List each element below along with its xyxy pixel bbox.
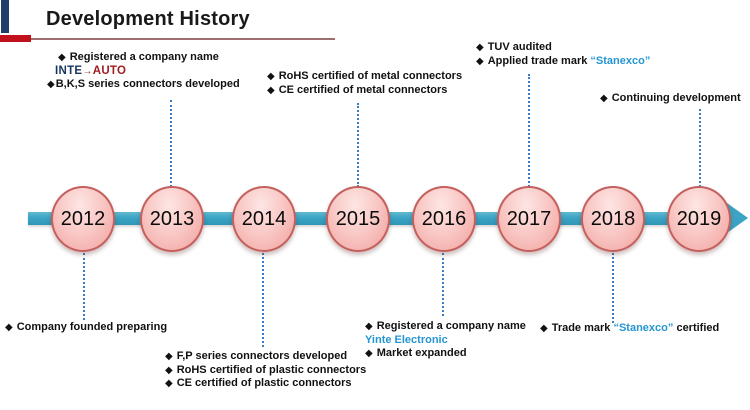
year-label: 2019 — [676, 207, 722, 230]
diamond-bullet-icon: ◆ — [600, 93, 608, 104]
year-label: 2017 — [506, 207, 552, 230]
diamond-bullet-icon: ◆ — [476, 42, 484, 53]
title-underline — [31, 38, 335, 40]
event-text: F,P series connectors developed — [176, 350, 348, 362]
event-line: ◆Registered a company name — [58, 51, 240, 65]
diamond-bullet-icon: ◆ — [5, 322, 13, 333]
year-label: 2014 — [241, 207, 287, 230]
year-circle-2012: 2012 — [51, 186, 115, 252]
diamond-bullet-icon: ◆ — [476, 55, 484, 67]
connector-2014 — [262, 253, 264, 347]
event-line: ◆Company founded preparing — [5, 321, 167, 335]
header-navy-bar — [1, 0, 9, 33]
event-text: Continuing development — [611, 92, 741, 104]
header-red-bar — [0, 35, 31, 42]
diamond-bullet-icon: ◆ — [540, 323, 548, 334]
year-label: 2018 — [590, 207, 636, 230]
year-label: 2015 — [335, 207, 381, 230]
event-2019: ◆Continuing development — [600, 92, 741, 106]
page-title: Development History — [46, 8, 250, 30]
event-text: certified — [673, 322, 720, 334]
event-line: ◆CE certified of plastic connectors — [165, 377, 366, 391]
logo-left: INTE — [55, 64, 83, 77]
diamond-bullet-icon: ◆ — [165, 351, 173, 362]
event-2018: ◆Trade mark “Stanexco” certified — [540, 322, 719, 336]
year-label: 2013 — [149, 207, 195, 230]
event-text: Applied trade mark — [487, 54, 591, 67]
connector-2015 — [357, 103, 359, 187]
event-line: ◆CE certified of metal connectors — [267, 84, 462, 98]
company-name-yinte: Yinte Electronic — [365, 333, 448, 346]
diamond-bullet-icon: ◆ — [47, 79, 55, 90]
diamond-bullet-icon: ◆ — [267, 84, 275, 96]
year-circle-2019: 2019 — [667, 186, 731, 252]
event-text: Registered a company name — [376, 320, 526, 332]
event-line: ◆Trade mark “Stanexco” certified — [540, 322, 719, 336]
event-line: ◆Applied trade mark “Stanexco” — [476, 55, 650, 69]
event-text: Company founded preparing — [16, 321, 168, 333]
event-text: Trade mark — [551, 322, 614, 334]
diamond-bullet-icon: ◆ — [165, 378, 173, 389]
event-text: B,K,S series connectors developed — [55, 78, 240, 90]
inte-auto-logo: INTE→AUTO — [55, 65, 240, 79]
event-line: ◆B,K,S series connectors developed — [47, 78, 240, 92]
connector-2013 — [170, 100, 172, 187]
event-2017: ◆TUV audited ◆Applied trade mark “Stanex… — [476, 41, 650, 68]
event-text: Market expanded — [376, 347, 467, 359]
trademark-stanexco: “Stanexco” — [613, 322, 674, 334]
year-circle-2016: 2016 — [412, 186, 476, 252]
connector-2017 — [528, 74, 530, 187]
event-2014: ◆F,P series connectors developed ◆RoHS c… — [165, 350, 366, 391]
event-line: ◆TUV audited — [476, 41, 650, 55]
event-2013: ◆Registered a company name INTE→AUTO ◆B,… — [47, 51, 240, 92]
event-text: Registered a company name — [69, 51, 219, 63]
event-line: ◆Market expanded — [365, 347, 526, 361]
trademark-stanexco: “Stanexco” — [590, 54, 651, 67]
year-label: 2012 — [60, 207, 106, 230]
year-circle-2013: 2013 — [140, 186, 204, 252]
year-circle-2017: 2017 — [497, 186, 561, 252]
diamond-bullet-icon: ◆ — [58, 52, 66, 63]
event-line: ◆F,P series connectors developed — [165, 350, 366, 364]
event-text: CE certified of metal connectors — [278, 83, 448, 96]
logo-right: AUTO — [92, 64, 127, 77]
diamond-bullet-icon: ◆ — [267, 71, 275, 82]
diamond-bullet-icon: ◆ — [365, 321, 373, 332]
event-text: RoHS certified of metal connectors — [278, 70, 463, 82]
year-label: 2016 — [421, 207, 467, 230]
year-circle-2014: 2014 — [232, 186, 296, 252]
event-line: ◆Registered a company name — [365, 320, 526, 334]
event-2015: ◆RoHS certified of metal connectors ◆CE … — [267, 70, 462, 97]
event-2012: ◆Company founded preparing — [5, 321, 167, 335]
event-line: ◆RoHS certified of plastic connectors — [165, 364, 366, 378]
diamond-bullet-icon: ◆ — [165, 364, 173, 376]
diamond-bullet-icon: ◆ — [365, 348, 373, 359]
event-line: ◆Continuing development — [600, 92, 741, 106]
year-circle-2015: 2015 — [326, 186, 390, 252]
connector-2016 — [442, 253, 444, 316]
connector-2019 — [699, 109, 701, 187]
logo-arrow-icon: → — [82, 65, 93, 77]
event-text: RoHS certified of plastic connectors — [176, 363, 367, 376]
event-2016: ◆Registered a company name Yinte Electro… — [365, 320, 526, 361]
connector-2018 — [612, 253, 614, 323]
connector-2012 — [83, 253, 85, 320]
event-text: CE certified of plastic connectors — [176, 377, 352, 389]
event-line: ◆RoHS certified of metal connectors — [267, 70, 462, 84]
event-text: TUV audited — [487, 41, 552, 53]
year-circle-2018: 2018 — [581, 186, 645, 252]
